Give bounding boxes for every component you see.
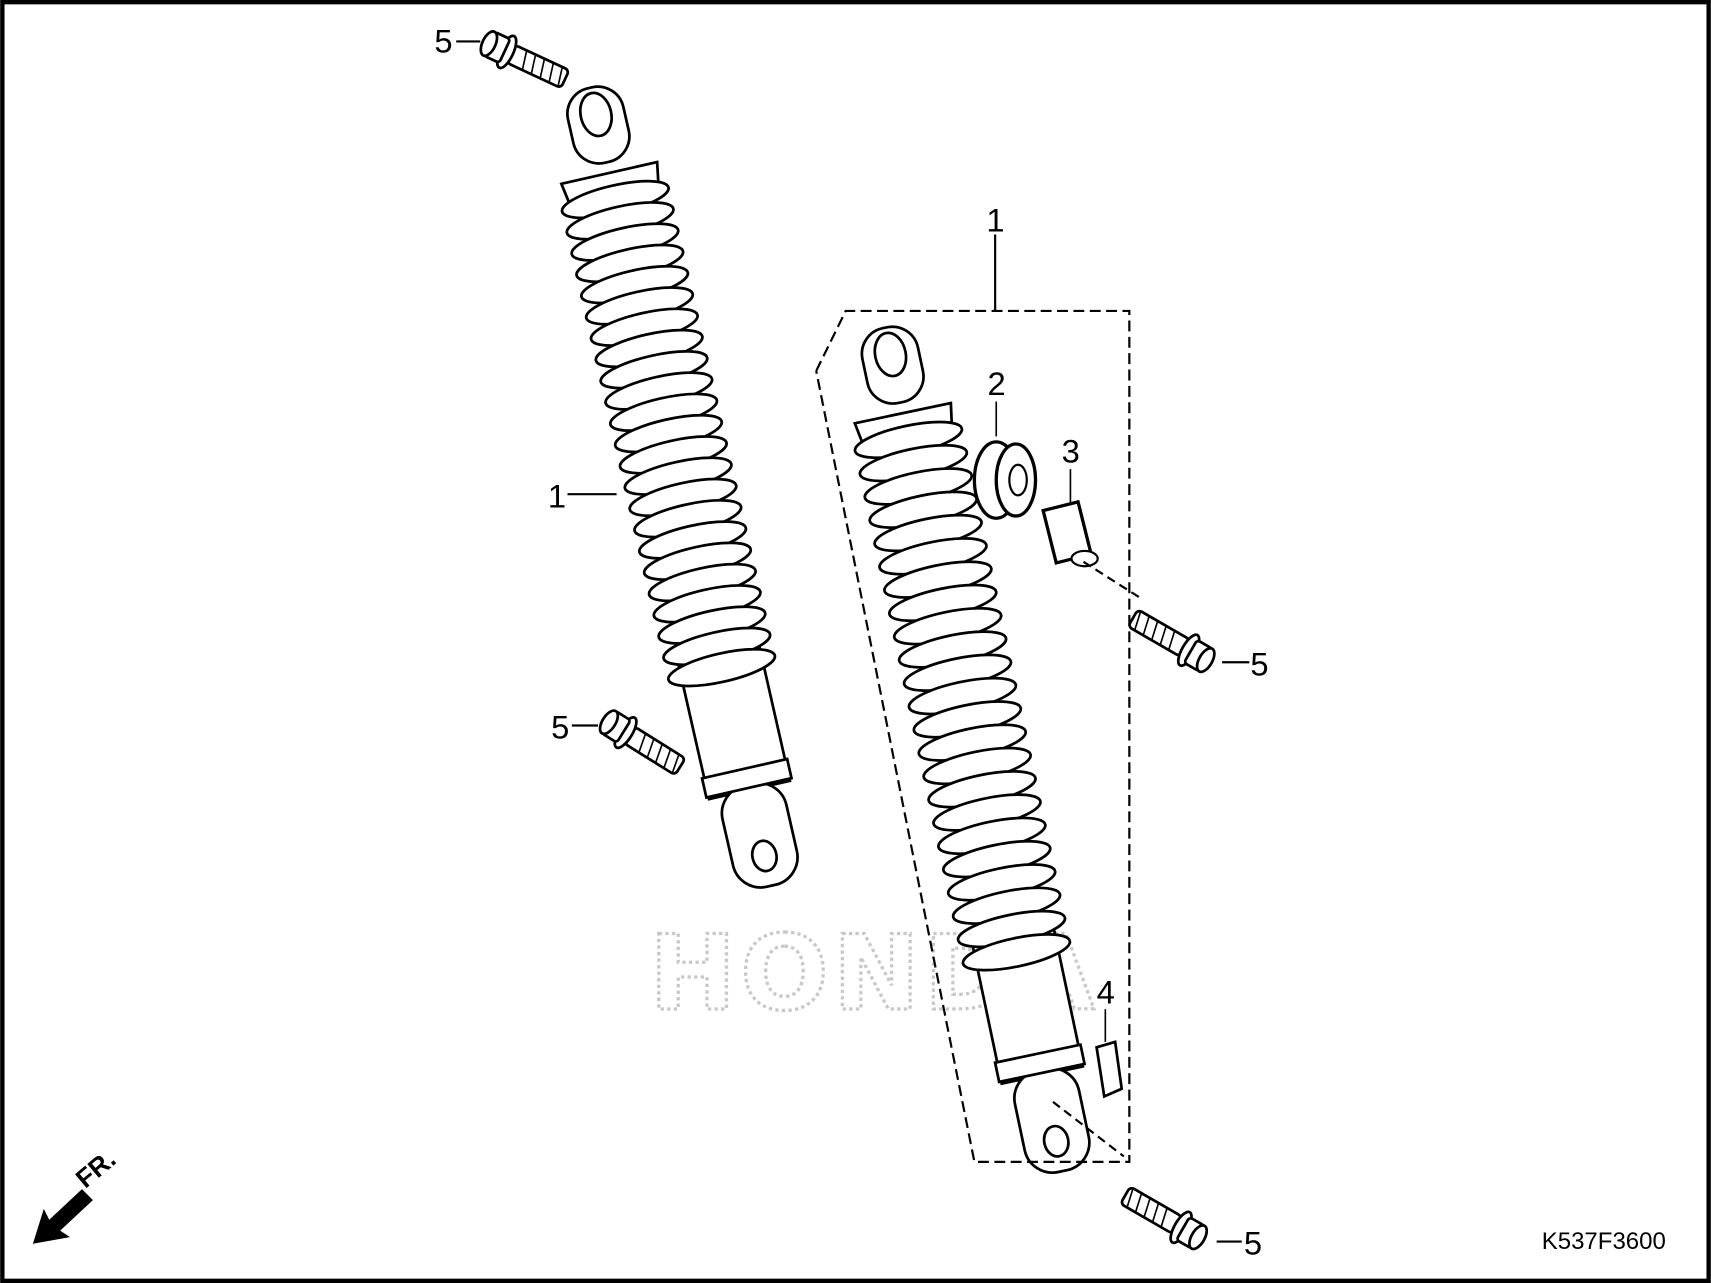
mount-hole (750, 839, 778, 873)
shock-absorber-left[interactable] (537, 76, 825, 898)
assembly-dashed-box (815, 309, 1131, 1163)
nut-part[interactable] (1095, 1040, 1124, 1099)
bolt-head-face (1188, 1224, 1209, 1251)
bolt-head-face (479, 30, 499, 58)
flange-bolt[interactable] (1117, 1180, 1213, 1256)
arrow-front-icon (32, 1189, 93, 1244)
spring-coil (666, 647, 777, 688)
leader-line (1052, 1101, 1125, 1158)
bolt-head-face (1195, 646, 1216, 674)
callout-5: 5 (434, 22, 452, 59)
leader-line (1082, 560, 1141, 599)
flange-bolt[interactable] (1124, 603, 1220, 679)
callout-5: 5 (1250, 645, 1268, 682)
callout-1: 1 (548, 477, 566, 514)
shock-absorber-right[interactable] (831, 317, 1115, 1183)
spring-coil (961, 933, 1072, 972)
callout-5: 5 (551, 709, 569, 746)
flange-bolt[interactable] (594, 704, 689, 782)
callout-1: 1 (986, 201, 1004, 238)
mount-hole (1042, 1124, 1070, 1158)
mount-hole (578, 91, 613, 138)
mount-hole (873, 331, 908, 378)
lower-spring-seat (993, 1043, 1087, 1084)
callout-5: 5 (1244, 1225, 1262, 1262)
bushing-part[interactable] (972, 440, 1038, 520)
callout-3: 3 (1062, 433, 1080, 470)
collar-part[interactable] (1041, 499, 1099, 568)
bolt-shank (1128, 609, 1190, 657)
bolt-head-face (598, 709, 620, 736)
callout-4: 4 (1097, 974, 1115, 1011)
flange-bolt[interactable] (476, 25, 573, 95)
part-diagram-code: K537F3600 (1542, 1228, 1666, 1255)
callout-2: 2 (988, 365, 1006, 402)
lower-spring-seat (700, 757, 794, 800)
